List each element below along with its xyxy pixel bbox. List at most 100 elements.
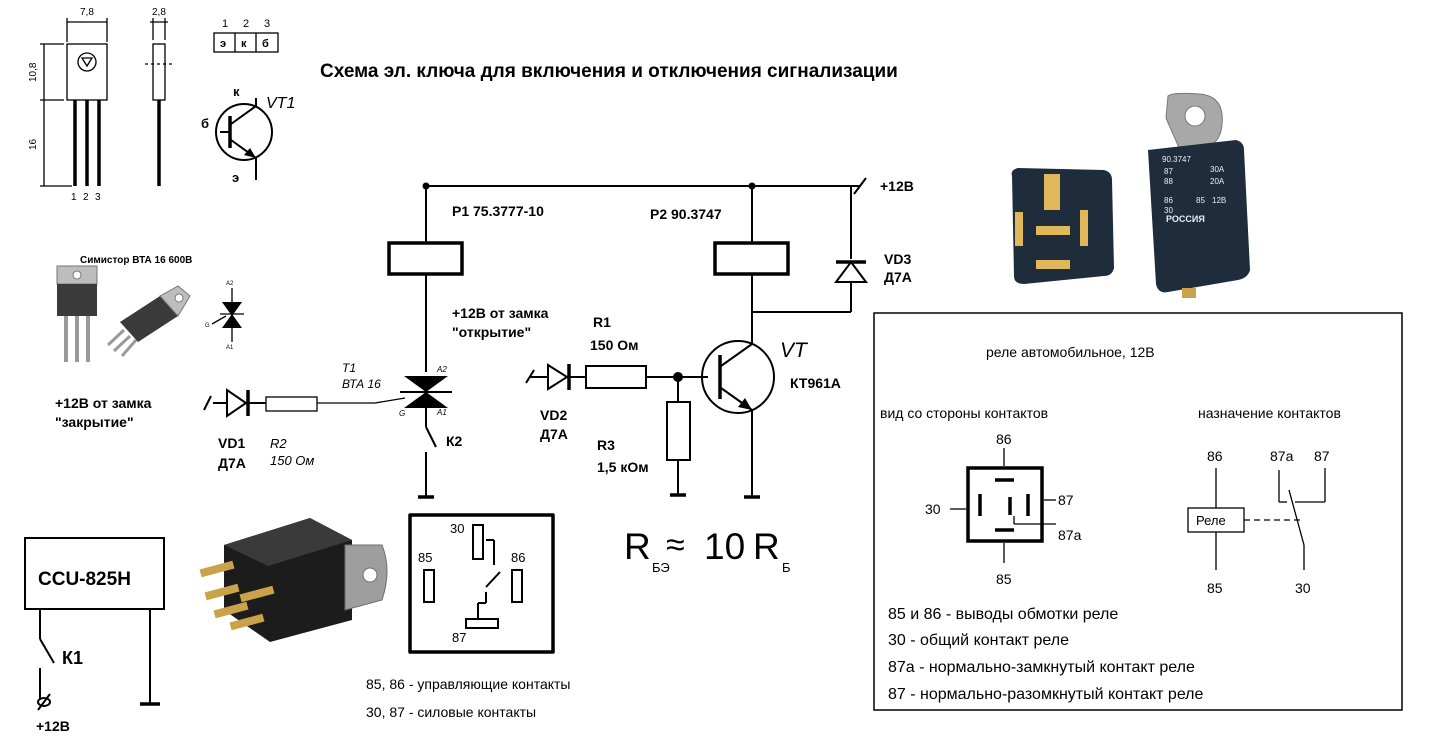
view-pin-86: 86 <box>996 431 1012 447</box>
r2-value: 150 Ом <box>270 453 314 468</box>
t1-a2: A2 <box>436 365 447 374</box>
photo-relay-85: 85 <box>1196 196 1205 205</box>
triac-pkg-title: Симистор ВТА 16 600В <box>80 255 192 266</box>
formula-num: 10 <box>704 526 745 567</box>
vt1-collector-label: к <box>233 84 240 99</box>
pin-map-collector: к <box>241 38 247 50</box>
r1-name: R1 <box>593 314 611 330</box>
info-note-3: 87а - нормально-замкнутый контакт реле <box>888 659 1195 676</box>
info-note-2: 30 - общий контакт реле <box>888 632 1069 649</box>
dim-thickness: 2,8 <box>152 7 166 18</box>
view-pin-85: 85 <box>996 571 1012 587</box>
photo-relay-86: 86 <box>1164 196 1173 205</box>
assign-pin-86: 86 <box>1207 448 1223 464</box>
formula: R БЭ ≈ 10 R Б <box>624 526 791 575</box>
k1-label: К1 <box>62 648 83 668</box>
photo-relay-20a: 20A <box>1210 177 1225 186</box>
main-wiring <box>203 177 868 499</box>
ccu-label: CCU-825H <box>38 569 131 590</box>
ccu-supply: +12В <box>36 718 70 734</box>
triac-pkg-a2: A2 <box>226 281 234 287</box>
r3-value: 1,5 кОм <box>597 459 649 475</box>
diagram-title: Схема эл. ключа для включения и отключен… <box>320 61 898 82</box>
pin-map-table <box>213 32 279 53</box>
info-note-1: 85 и 86 - выводы обмотки реле <box>888 606 1118 623</box>
t1-a1: A1 <box>436 408 447 417</box>
dim-height-body: 10,8 <box>28 62 39 82</box>
pin-label-3: 3 <box>95 192 101 203</box>
vd3-type: Д7А <box>884 269 912 285</box>
formula-approx: ≈ <box>666 526 685 564</box>
r3-name: R3 <box>597 437 615 453</box>
triac-pkg-g: G <box>205 323 210 329</box>
k2-label: К2 <box>446 433 463 449</box>
pin-note-power: 30, 87 - силовые контакты <box>366 704 536 720</box>
pin-map-emitter: э <box>220 38 226 50</box>
pin-map-num-2: 2 <box>243 18 249 30</box>
assign-pin-30: 30 <box>1295 580 1311 596</box>
dim-width: 7,8 <box>80 7 94 18</box>
triac-package-drawing <box>56 265 244 362</box>
pinout-87: 87 <box>452 630 466 645</box>
vd1-name: VD1 <box>218 435 245 451</box>
relay-photo-bottom <box>199 518 388 642</box>
photo-relay-model: 90.3747 <box>1162 155 1191 164</box>
info-note-4: 87 - нормально-разомкнутый контакт реле <box>888 686 1204 703</box>
relay1-label: Р1 75.3777-10 <box>452 203 544 219</box>
pin-map-num-3: 3 <box>264 18 270 30</box>
contact-assignment <box>1187 468 1326 570</box>
assign-pin-87a: 87а <box>1270 448 1294 464</box>
info-box-title: реле автомобильное, 12В <box>986 344 1155 360</box>
view-pin-87: 87 <box>1058 492 1074 508</box>
photo-relay-30a: 30A <box>1210 165 1225 174</box>
r2-name: R2 <box>270 436 287 451</box>
vt1-base-label: б <box>201 116 209 131</box>
r1-value: 150 Ом <box>590 337 639 353</box>
photo-relay-12v: 12В <box>1212 196 1226 205</box>
vt1-name-label: VT1 <box>266 95 295 112</box>
photo-relay-country: РОССИЯ <box>1166 214 1205 224</box>
photo-relay-30: 30 <box>1164 206 1173 215</box>
pinout-86: 86 <box>511 550 525 565</box>
vd2-name: VD2 <box>540 407 567 423</box>
info-assign-title: назначение контактов <box>1198 405 1341 421</box>
view-pin-87a: 87а <box>1058 527 1082 543</box>
t1-name: T1 <box>342 361 356 375</box>
relay-pinout-bottom <box>408 513 555 654</box>
formula-sub-b: Б <box>782 560 791 575</box>
relay-photo-top-left <box>1011 168 1114 284</box>
relay2-label: Р2 90.3747 <box>650 206 722 222</box>
open-input-line1: +12В от замка <box>452 305 549 321</box>
ccu-block <box>24 537 165 711</box>
info-view-title: вид со стороны контактов <box>880 405 1048 421</box>
t1-g: G <box>399 409 405 418</box>
pin-label-2: 2 <box>83 192 89 203</box>
photo-relay-88: 88 <box>1164 177 1173 186</box>
vt1-emitter-label: э <box>232 170 239 185</box>
pin-label-1: 1 <box>71 192 77 203</box>
open-input-line2: "открытие" <box>452 324 531 340</box>
vd2-type: Д7А <box>540 426 568 442</box>
pin-note-control: 85, 86 - управляющие контакты <box>366 676 571 692</box>
pinout-30: 30 <box>450 521 464 536</box>
formula-r: R <box>624 526 651 567</box>
dim-height-leads: 16 <box>28 138 39 150</box>
vt1-symbol <box>215 98 273 180</box>
assign-pin-87: 87 <box>1314 448 1330 464</box>
view-pin-30: 30 <box>925 501 941 517</box>
supply-label: +12В <box>880 178 914 194</box>
pin-map-base: б <box>262 38 269 50</box>
formula-sub-be: БЭ <box>652 560 670 575</box>
vt-type: КТ961А <box>790 375 841 391</box>
formula-r2: R <box>753 526 780 567</box>
vd3-name: VD3 <box>884 251 911 267</box>
transistor-package-drawing <box>40 18 175 187</box>
t1-type: ВТА 16 <box>342 377 381 391</box>
contact-side-view <box>950 448 1056 563</box>
pinout-85: 85 <box>418 550 432 565</box>
vd1-type: Д7А <box>218 455 246 471</box>
vt-name: VT <box>780 339 809 362</box>
close-input-line2: "закрытие" <box>55 414 134 430</box>
